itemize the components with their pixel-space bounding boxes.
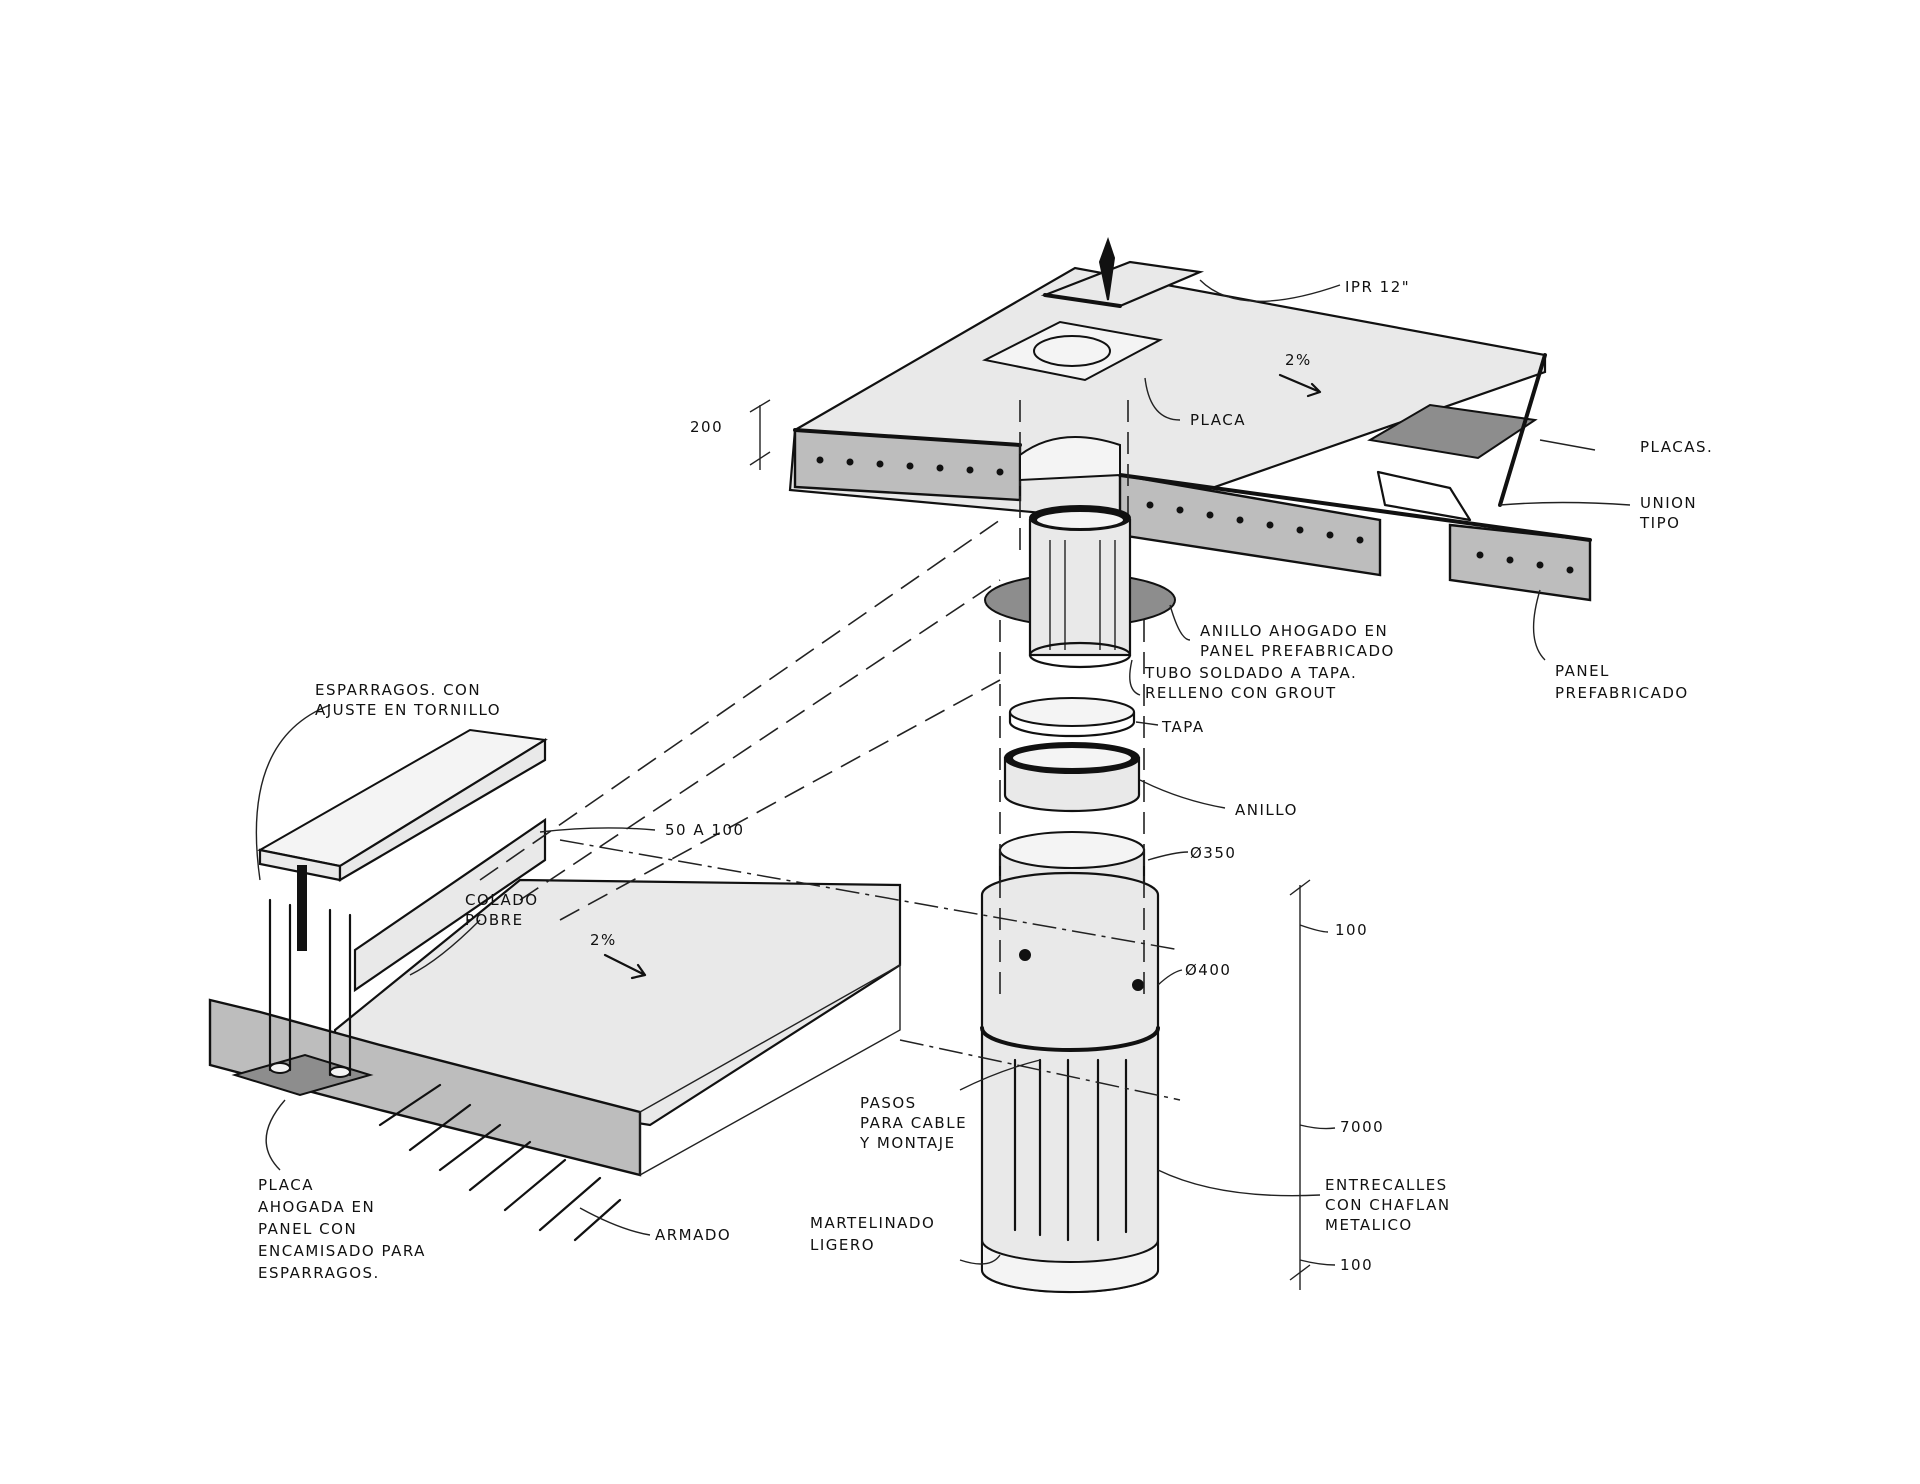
label-diam-350: Ø350 — [1190, 844, 1236, 862]
label-dim-200: 200 — [690, 418, 723, 436]
label-ipr: IPR 12" — [1345, 278, 1410, 296]
label-pasos-2: PARA CABLE — [860, 1114, 967, 1132]
welded-tube — [1028, 505, 1132, 669]
label-panel-2: PREFABRICADO — [1555, 684, 1689, 702]
tapa-cap — [1008, 697, 1136, 738]
concrete-column-400 — [980, 871, 1160, 1294]
projection-lines-base — [479, 519, 1001, 921]
label-anillo-ahogado-1: ANILLO AHOGADO EN — [1200, 622, 1388, 640]
label-placa-ahogada-2: AHOGADA EN — [258, 1198, 375, 1216]
label-placas: PLACAS. — [1640, 438, 1713, 456]
slope-arrow-bottom — [603, 953, 647, 980]
label-placa-ahogada-3: PANEL CON — [258, 1220, 357, 1238]
label-esparragos-2: AJUSTE EN TORNILLO — [315, 701, 501, 719]
label-entrecalles-2: CON CHAFLAN — [1325, 1196, 1451, 1214]
dimension-7000 — [1289, 879, 1311, 1290]
base-plate-studs — [231, 898, 374, 1097]
dimension-200 — [749, 399, 771, 470]
label-placa: PLACA — [1190, 411, 1246, 429]
label-union-2: TIPO — [1639, 514, 1680, 532]
label-placa-ahogada-1: PLACA — [258, 1176, 314, 1194]
centerlines — [559, 839, 1181, 1101]
slab-sleeve — [1019, 436, 1121, 482]
label-dim-7000: 7000 — [1340, 1118, 1384, 1136]
label-colado-1: COLADO — [465, 891, 539, 909]
label-colado-2: POBRE — [465, 911, 524, 929]
label-entrecalles-1: ENTRECALLES — [1325, 1176, 1448, 1194]
label-dim-100-bottom: 100 — [1340, 1256, 1373, 1274]
top-slab-section-middle — [1118, 473, 1382, 577]
label-pasos-1: PASOS — [860, 1094, 917, 1112]
base-slab-edge — [639, 963, 901, 1177]
label-slope-top: 2% — [1285, 351, 1312, 369]
label-tubo-1: TUBO SOLDADO A TAPA. — [1144, 664, 1357, 682]
label-panel-1: PANEL — [1555, 662, 1610, 680]
tube-stack — [980, 436, 1176, 1294]
slope-arrow-top — [1278, 373, 1322, 398]
placa-plate — [981, 320, 1164, 382]
label-diam-400: Ø400 — [1185, 961, 1231, 979]
ipr-beam-top — [1040, 236, 1205, 308]
leader-lines — [255, 279, 1631, 1266]
label-placa-ahogada-4: ENCAMISADO PARA — [258, 1242, 426, 1260]
label-placa-ahogada-5: ESPARRAGOS. — [258, 1264, 380, 1282]
joint-line — [1498, 353, 1547, 507]
label-anillo: ANILLO — [1235, 801, 1298, 819]
hollow-core-dots — [816, 456, 1574, 574]
label-slope-bottom: 2% — [590, 931, 617, 949]
label-martelinado-1: MARTELINADO — [810, 1214, 935, 1232]
anillo-ring — [1003, 742, 1141, 813]
union-tipo-joint — [1376, 470, 1472, 522]
placas-plates — [1367, 403, 1538, 460]
ipr-beam-base — [257, 728, 548, 993]
label-armado: ARMADO — [655, 1226, 731, 1244]
label-tubo-2: RELLENO CON GROUT — [1145, 684, 1337, 702]
base-slab-assembly — [208, 519, 1181, 1242]
label-dim-100-top: 100 — [1335, 921, 1368, 939]
label-pasos-3: Y MONTAJE — [859, 1134, 956, 1152]
labels: IPR 12" 2% PLACA PLACAS. 200 UNION TIPO … — [258, 278, 1713, 1282]
label-anillo-ahogado-2: PANEL PREFABRICADO — [1200, 642, 1395, 660]
label-martelinado-2: LIGERO — [810, 1236, 875, 1254]
label-union-1: UNION — [1640, 494, 1697, 512]
label-dim-50a100: 50 A 100 — [665, 821, 745, 839]
top-slab-assembly — [788, 236, 1592, 602]
label-entrecalles-3: METALICO — [1325, 1216, 1413, 1234]
armado-rebar — [378, 1083, 622, 1242]
label-tapa: TAPA — [1161, 718, 1205, 736]
label-esparragos-1: ESPARRAGOS. CON — [315, 681, 481, 699]
